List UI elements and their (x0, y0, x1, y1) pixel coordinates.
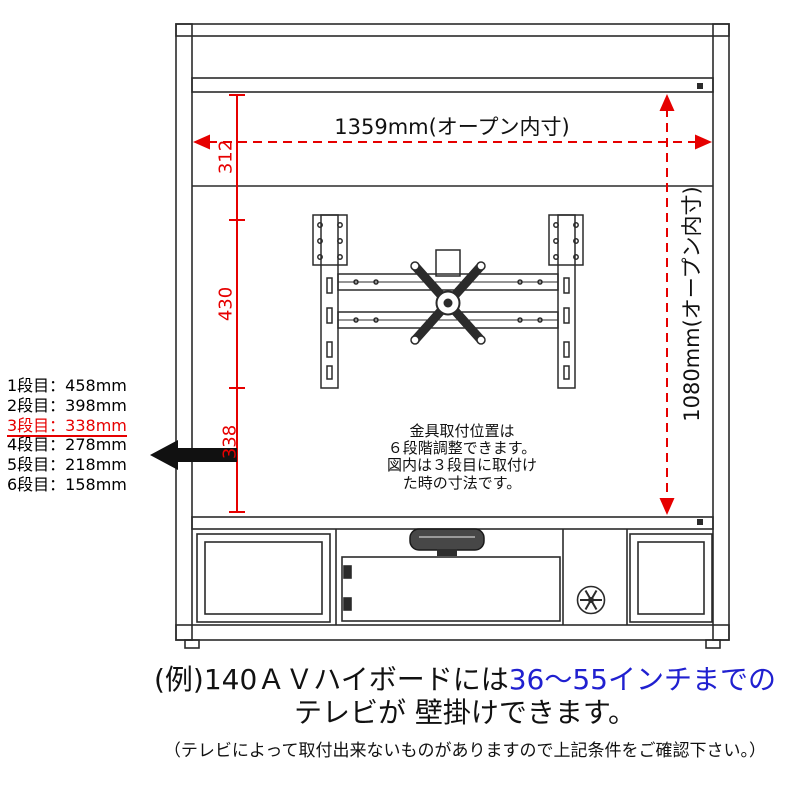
segment-bottom-label: 338 (219, 424, 241, 460)
mount-note-line1: 金具取付位置は (409, 422, 515, 440)
height-dimension-label: 1080mm(オープン内寸) (680, 186, 704, 422)
mount-position-note: 金具取付位置は ６段階調整できます。 図内は３段目に取付け た時の寸法です。 (371, 422, 553, 492)
caster-wheel-icon (576, 585, 606, 615)
bracket-level-list: 1段目：458mm 2段目：398mm 3段目：338mm 4段目：278mm … (7, 376, 127, 495)
segment-top-label: 312 (215, 139, 237, 175)
caption: (例)140ＡＶハイボードには36〜55インチまでの テレビが 壁掛けできます。… (130, 663, 800, 761)
width-dimension-line (193, 134, 712, 150)
caption-line1: (例)140ＡＶハイボードには36〜55インチまでの (130, 663, 800, 696)
mount-note-line4: た時の寸法です。 (402, 473, 522, 492)
width-dimension-label: 1359mm(オープン内寸) (334, 115, 570, 139)
level-item-5: 5段目：218mm (7, 455, 127, 475)
cabinet-outline (175, 23, 730, 649)
level-item-6: 6段目：158mm (7, 474, 127, 494)
caption-line1-black: (例)140ＡＶハイボードには (154, 663, 509, 696)
caption-line2: テレビが 壁掛けできます。 (293, 696, 637, 729)
level-item-3-highlighted: 3段目：338mm (7, 415, 127, 437)
height-dimension-line (659, 94, 675, 515)
caption-line1-blue: 36〜55インチまでの (508, 663, 776, 696)
left-arrow-icon (150, 440, 237, 470)
handle (409, 528, 485, 556)
caption-footnote: （テレビによって取付出来ないものがありますので上記条件をご確認下さい。） (163, 741, 767, 761)
segment-dimension-line (229, 94, 245, 513)
level-item-1: 1段目：458mm (7, 376, 127, 395)
mount-note-line3: 図内は３段目に取付け (386, 456, 537, 475)
tv-mount-bracket (312, 214, 584, 389)
segment-middle-label: 430 (215, 286, 237, 322)
mount-note-line2: ６段階調整できます。 (387, 439, 537, 458)
level-item-2: 2段目：398mm (7, 395, 127, 415)
level-item-4: 4段目：278mm (7, 435, 127, 455)
